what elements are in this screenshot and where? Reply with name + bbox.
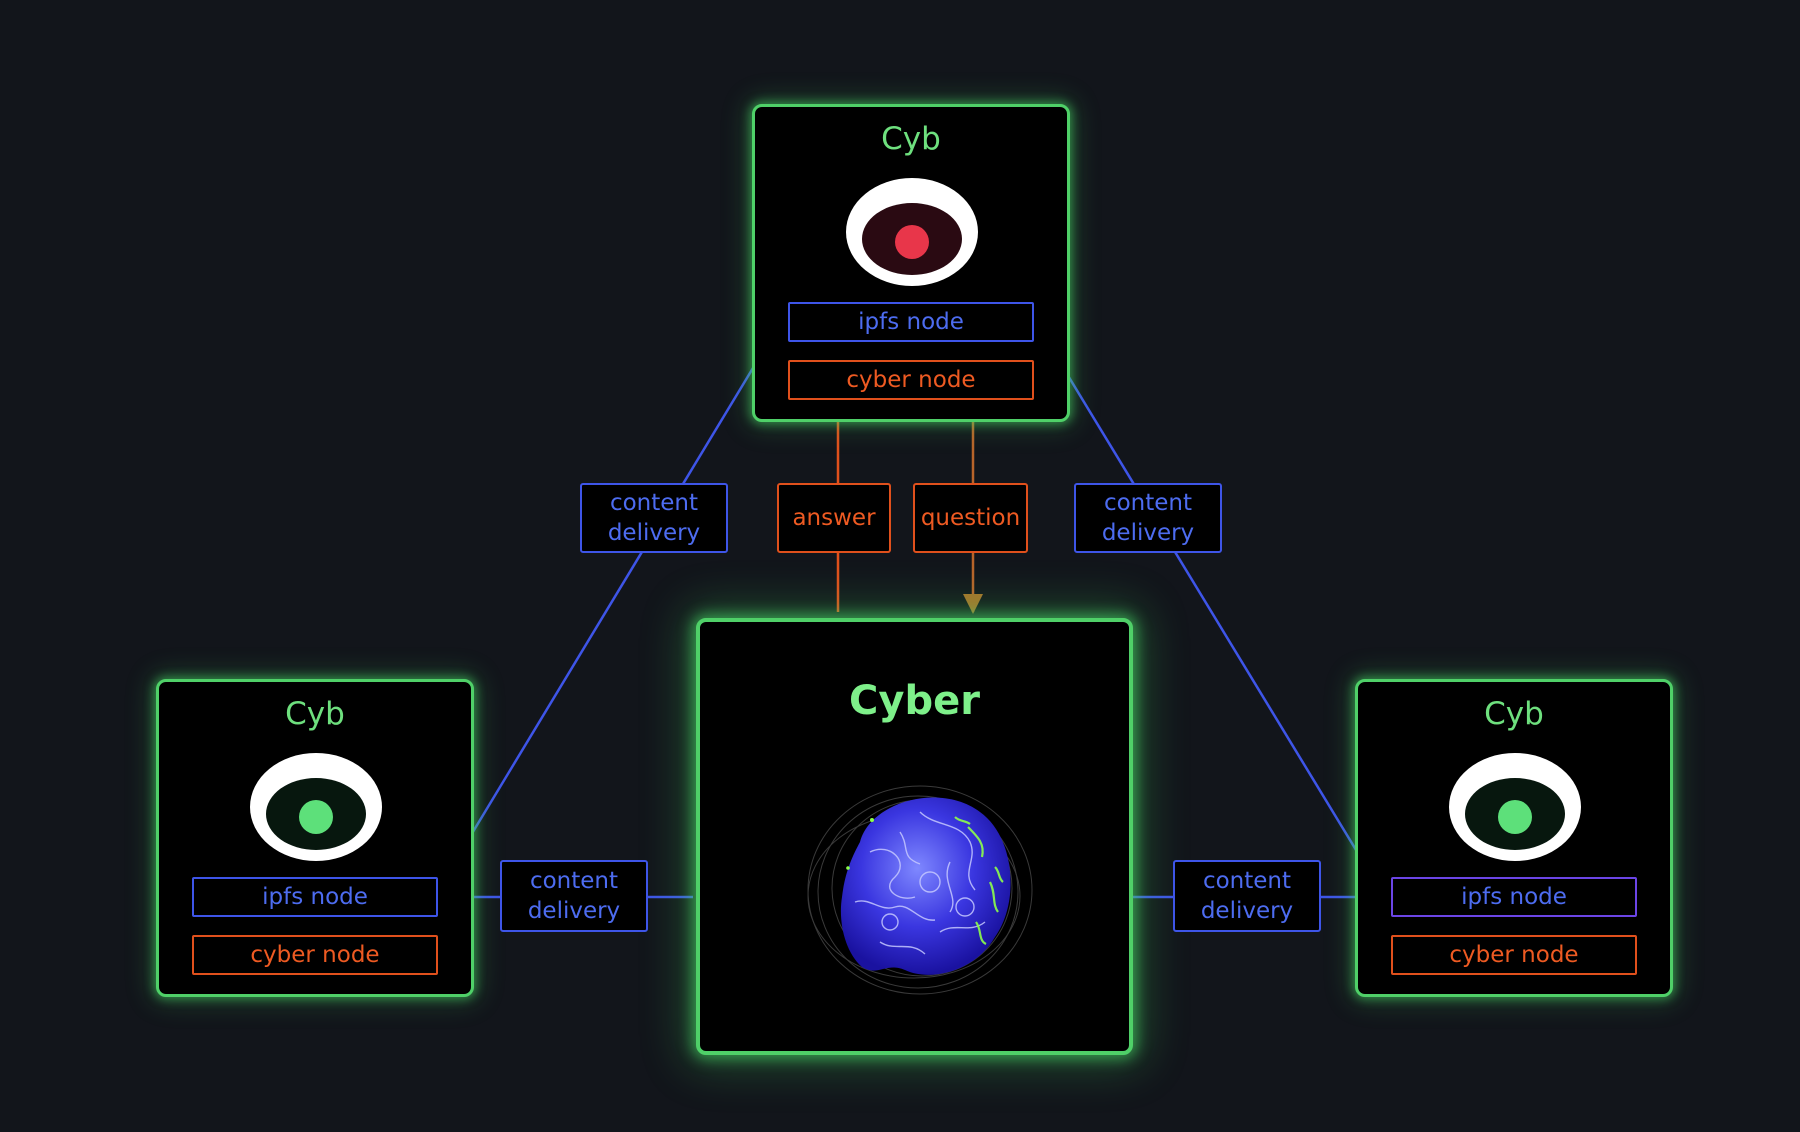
cyber-node-box: cyber node (192, 935, 438, 975)
green-pupil-eye-icon (1448, 752, 1582, 862)
card-title: Cyb (285, 696, 345, 732)
red-pupil-eye-icon (845, 177, 979, 287)
cyb-card-right: Cyb ipfs node cyber node (1355, 679, 1673, 997)
label-answer: answer (777, 483, 891, 553)
cyber-node-box: cyber node (1391, 935, 1637, 975)
cyb-card-left: Cyb ipfs node cyber node (156, 679, 474, 997)
label-content-delivery-left-bottom: content delivery (500, 860, 648, 932)
label-content-delivery-left-up: content delivery (580, 483, 728, 553)
card-title: Cyb (881, 121, 941, 157)
card-title: Cyb (1484, 696, 1544, 732)
cyb-card-top: Cyb ipfs node cyber node (752, 104, 1070, 422)
edge-top-to-right (1018, 302, 1386, 898)
green-pupil-eye-icon (249, 752, 383, 862)
ipfs-node-box: ipfs node (1391, 877, 1637, 917)
label-content-delivery-right-bottom: content delivery (1173, 860, 1321, 932)
label-content-delivery-right-up: content delivery (1074, 483, 1222, 553)
edge-left-to-top (418, 318, 784, 914)
cyber-card-center: Cyber (696, 618, 1133, 1055)
wireframe-brain-sphere-icon (800, 772, 1040, 1006)
card-title: Cyber (849, 678, 980, 724)
label-question: question (913, 483, 1028, 553)
cyber-node-box: cyber node (788, 360, 1034, 400)
ipfs-node-box: ipfs node (788, 302, 1034, 342)
ipfs-node-box: ipfs node (192, 877, 438, 917)
